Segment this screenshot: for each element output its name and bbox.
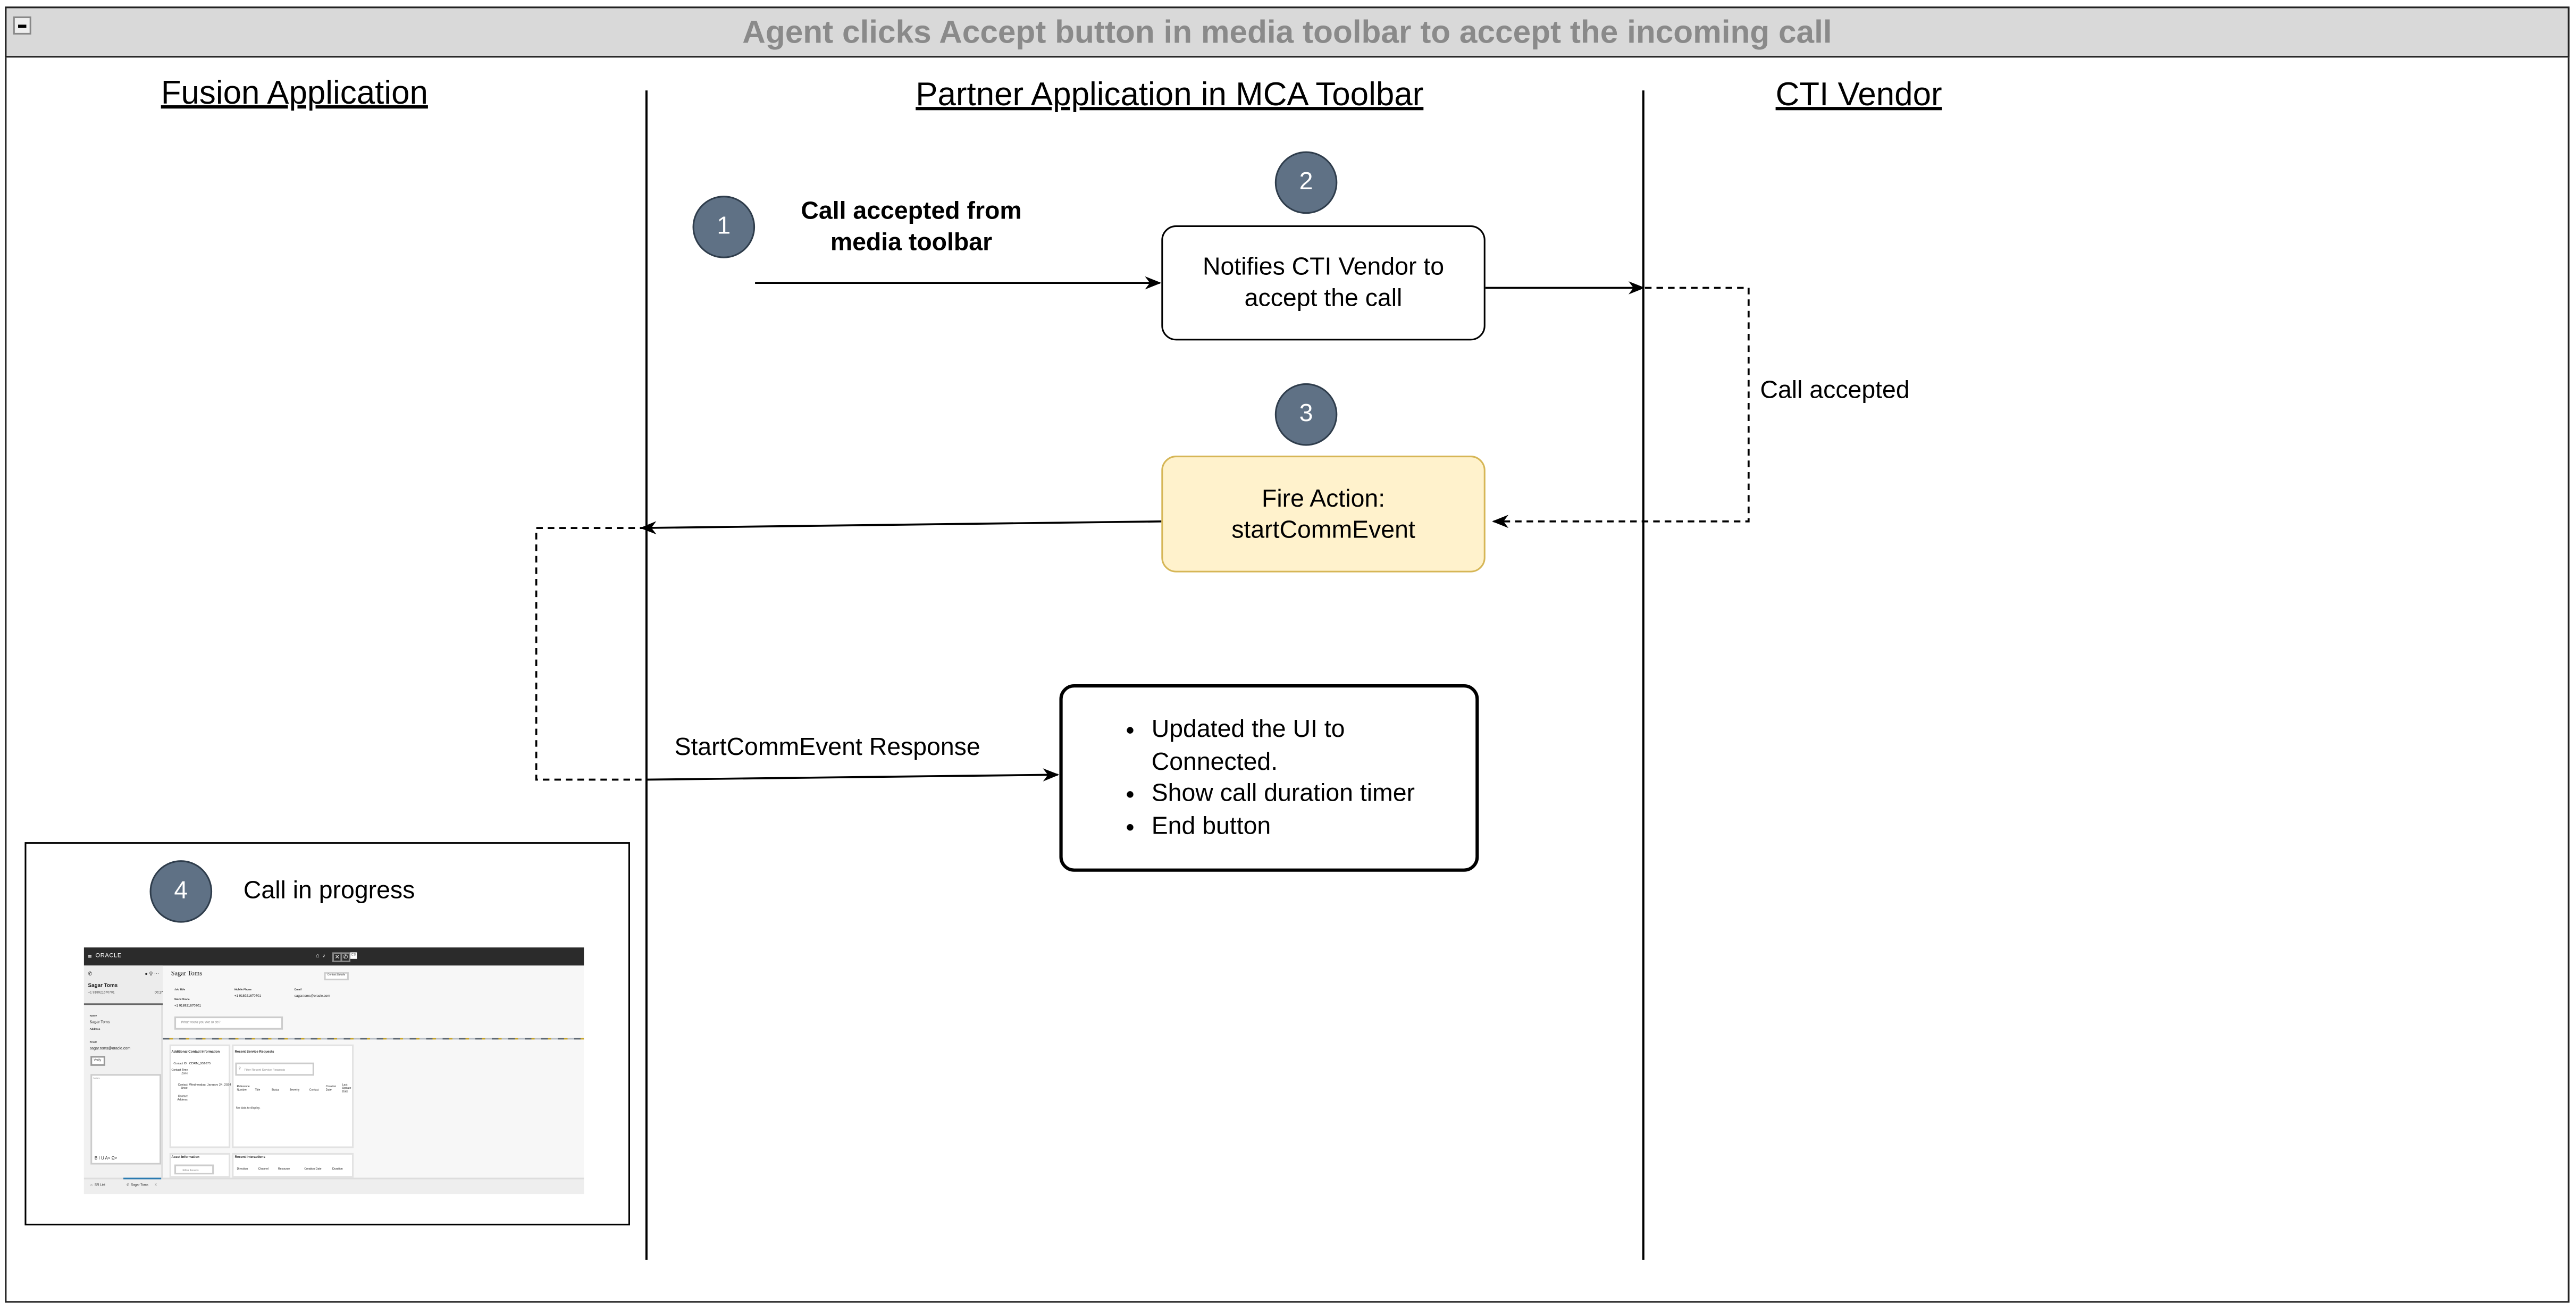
home-icon: ⌂ xyxy=(316,952,320,959)
close-tab-icon[interactable]: X xyxy=(154,1184,157,1188)
recent-interactions-card: Recent Interactions Direction Channel Re… xyxy=(232,1152,354,1177)
contact-since-value: Wednesday, January 24, 2024 xyxy=(189,1083,231,1087)
home-tab-icon[interactable]: ⌂ xyxy=(90,1184,93,1188)
step-1-label-line: media toolbar xyxy=(830,229,993,257)
email-label: Email xyxy=(89,1043,97,1045)
column-header[interactable]: Channel xyxy=(258,1167,269,1171)
collapse-toggle-icon[interactable] xyxy=(13,16,31,35)
column-header[interactable]: Direction xyxy=(237,1167,248,1171)
card-title: Asset Information xyxy=(171,1156,199,1160)
notes-editor[interactable]: Notes B I U A˅ Ω˅ xyxy=(89,1074,161,1165)
filter-sr-placeholder: Filter Recent Service Requests xyxy=(244,1068,286,1072)
step-4-badge: 4 xyxy=(149,860,213,923)
filter-assets-input[interactable]: Filter Assets xyxy=(173,1164,213,1175)
mobile-phone-label: Mobile Phone xyxy=(234,989,251,991)
box-text: startCommEvent xyxy=(1231,515,1415,544)
diagram-title: Agent clicks Accept button in media tool… xyxy=(5,6,2570,58)
call-in-progress-screenshot: ≡ ORACLE ⌂ ♪ ✕ ✆ CS ✆ ● ⚲ ⋯ Sagar Toms +… xyxy=(83,947,584,1195)
column-header[interactable]: Creation Date xyxy=(325,1085,337,1092)
verify-button[interactable]: Verify xyxy=(89,1055,106,1065)
address-label: Address xyxy=(89,1029,100,1031)
caller-name: Sagar Toms xyxy=(88,981,118,988)
fire-action-box: Fire Action: startCommEvent xyxy=(1161,456,1486,573)
mini-tab-bar: ⌂ SR List ✆ Sagar Toms X xyxy=(83,1178,584,1195)
column-header[interactable]: Creation Date xyxy=(304,1167,322,1171)
tab-contact[interactable]: Sagar Toms xyxy=(130,1184,148,1188)
step-4-label: Call in progress xyxy=(243,877,415,905)
step-1-label-line: Call accepted from xyxy=(801,197,1022,225)
response-label: StartCommEvent Response xyxy=(674,733,980,762)
contact-id-value: CDRM_951675 xyxy=(189,1062,211,1065)
box-text: Fire Action: xyxy=(1261,484,1386,512)
contact-title: Sagar Toms xyxy=(171,969,203,977)
box-text: Notifies CTI Vendor to xyxy=(1203,253,1445,282)
column-header[interactable]: Contact xyxy=(309,1088,319,1091)
step-1-label: Call accepted from media toolbar xyxy=(801,196,1021,258)
search-icon: ⚲ xyxy=(238,1067,241,1071)
name-value: Sagar Toms xyxy=(89,1020,110,1024)
step-1-badge: 1 xyxy=(692,196,756,258)
ask-input[interactable]: What would you like to do? xyxy=(174,1016,283,1030)
lane-fusion-application: Fusion Application xyxy=(161,75,428,112)
filter-assets-placeholder: Filter Assets xyxy=(182,1169,199,1172)
bullet-item: End button xyxy=(1152,810,1475,842)
contact-details-button[interactable]: Contact Details xyxy=(323,972,349,980)
call-timer: 00:17 xyxy=(154,991,163,995)
info-icon: ● ⚲ ⋯ xyxy=(145,969,160,977)
call-accepted-label: Call accepted xyxy=(1760,376,1910,405)
time-zone-label: Contact Time Zone xyxy=(171,1069,188,1076)
additional-info-card: Additional Contact Information Contact I… xyxy=(169,1044,231,1148)
notify-cti-vendor-box: Notifies CTI Vendor to accept the call xyxy=(1161,225,1486,341)
bullet-item: Updated the UI to Connected. xyxy=(1152,714,1398,778)
bell-icon: ♪ xyxy=(322,952,325,959)
lane-cti-vendor: CTI Vendor xyxy=(1775,77,1942,114)
asset-info-card: Asset Information Filter Assets xyxy=(169,1152,230,1177)
notes-placeholder: Notes xyxy=(93,1079,100,1081)
column-header[interactable]: Last Update Date xyxy=(342,1083,351,1093)
work-phone-label: Work Phone xyxy=(174,999,190,1001)
contact-id-label: Contact ID xyxy=(173,1062,187,1065)
column-header[interactable]: Duration xyxy=(332,1167,343,1171)
step-3-badge: 3 xyxy=(1274,383,1338,446)
bullet-item: Show call duration timer xyxy=(1152,778,1475,810)
filter-sr-input[interactable]: ⚲ Filter Recent Service Requests xyxy=(235,1062,314,1076)
phone-icon: ✆ xyxy=(88,969,93,977)
contact-since-label: Contact Since xyxy=(178,1083,188,1090)
phone-tab-icon[interactable]: ✆ xyxy=(127,1184,130,1188)
caller-number: +1 918921670701 xyxy=(88,991,115,995)
contact-address-label: Contact Address xyxy=(177,1095,188,1102)
column-header[interactable]: Severity xyxy=(289,1088,300,1091)
phone-icon: ✆ xyxy=(340,951,350,962)
ui-update-box: Updated the UI to Connected. Show call d… xyxy=(1059,684,1479,872)
oracle-logo: ORACLE xyxy=(95,953,122,960)
job-title-label: Job Title xyxy=(174,989,186,991)
decorative-stripe xyxy=(163,1037,584,1040)
format-toolbar-icons[interactable]: B I U A˅ Ω˅ xyxy=(94,1155,118,1161)
box-text: accept the call xyxy=(1244,284,1403,313)
hamburger-icon: ≡ xyxy=(88,951,92,960)
email-value: sagar.toms@oracle.com xyxy=(89,1047,131,1052)
email-head-label: Email xyxy=(294,989,302,991)
avatar: CS xyxy=(350,951,357,959)
ask-placeholder: What would you like to do? xyxy=(181,1022,221,1026)
column-header[interactable]: Resource xyxy=(278,1167,290,1171)
column-header[interactable]: Reference Number xyxy=(237,1085,250,1092)
column-header[interactable]: Title xyxy=(255,1088,261,1091)
work-phone-value: +1 918921670701 xyxy=(174,1005,202,1009)
card-title: Additional Contact Information xyxy=(171,1051,220,1055)
no-data-text: No data to display. xyxy=(236,1107,261,1111)
column-header[interactable]: Status xyxy=(271,1088,280,1091)
card-title: Recent Interactions xyxy=(234,1156,265,1160)
name-label: Name xyxy=(89,1016,97,1019)
step-2-badge: 2 xyxy=(1274,151,1338,214)
mobile-phone-value: +1 918921670701 xyxy=(234,995,261,998)
mini-top-bar: ≡ ORACLE ⌂ ♪ ✕ ✆ CS xyxy=(83,947,584,965)
recent-sr-card: Recent Service Requests ⚲ Filter Recent … xyxy=(232,1044,354,1148)
card-title: Recent Service Requests xyxy=(234,1050,274,1054)
lane-partner-application: Partner Application in MCA Toolbar xyxy=(916,77,1424,114)
mini-call-panel: ✆ ● ⚲ ⋯ Sagar Toms +1 918921670701 00:17… xyxy=(83,964,163,1178)
tab-sr-list[interactable]: SR List xyxy=(94,1184,105,1188)
email-head-value: sagar.toms@oracle.com xyxy=(294,995,330,998)
